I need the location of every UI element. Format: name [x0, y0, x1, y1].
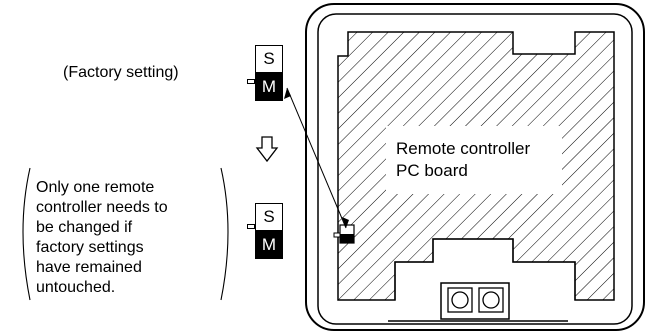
board-switch-lower [340, 234, 354, 243]
top-switch-tab [247, 79, 255, 84]
note-line-6: untouched. [36, 279, 116, 296]
board-label-panel [386, 126, 562, 194]
down-arrow-icon [255, 136, 279, 163]
top-switch-s-position: S [255, 45, 283, 73]
pointer-arrowhead-bottom [342, 217, 349, 228]
controller-inner-frame [317, 13, 633, 325]
bottom-switch-s-position: S [255, 203, 283, 231]
note-line-1: Only one remote [36, 179, 155, 196]
board-switch-tab [333, 232, 341, 238]
top-switch-m-position: M [255, 73, 283, 101]
factory-setting-label: (Factory setting) [63, 64, 179, 81]
note-left-bracket [22, 167, 31, 301]
pointer-arrowhead-top [284, 88, 291, 99]
bottom-notch [394, 238, 576, 300]
note-line-5: have remained [36, 259, 142, 276]
board-label-line-2: PC board [396, 161, 468, 180]
bottom-switch-tab [247, 224, 255, 229]
screw-terminal-left-hole [451, 291, 469, 309]
note-line-4: factory settings [36, 239, 144, 256]
note-line-2: controller needs to [36, 199, 168, 216]
note-right-bracket [220, 167, 229, 301]
note-line-3: be changed if [36, 219, 133, 236]
board-label-line-1: Remote controller [396, 139, 531, 158]
screw-terminal-right-hole [482, 291, 500, 309]
bottom-switch-m-position: M [255, 231, 283, 259]
pointer-line [286, 87, 347, 229]
